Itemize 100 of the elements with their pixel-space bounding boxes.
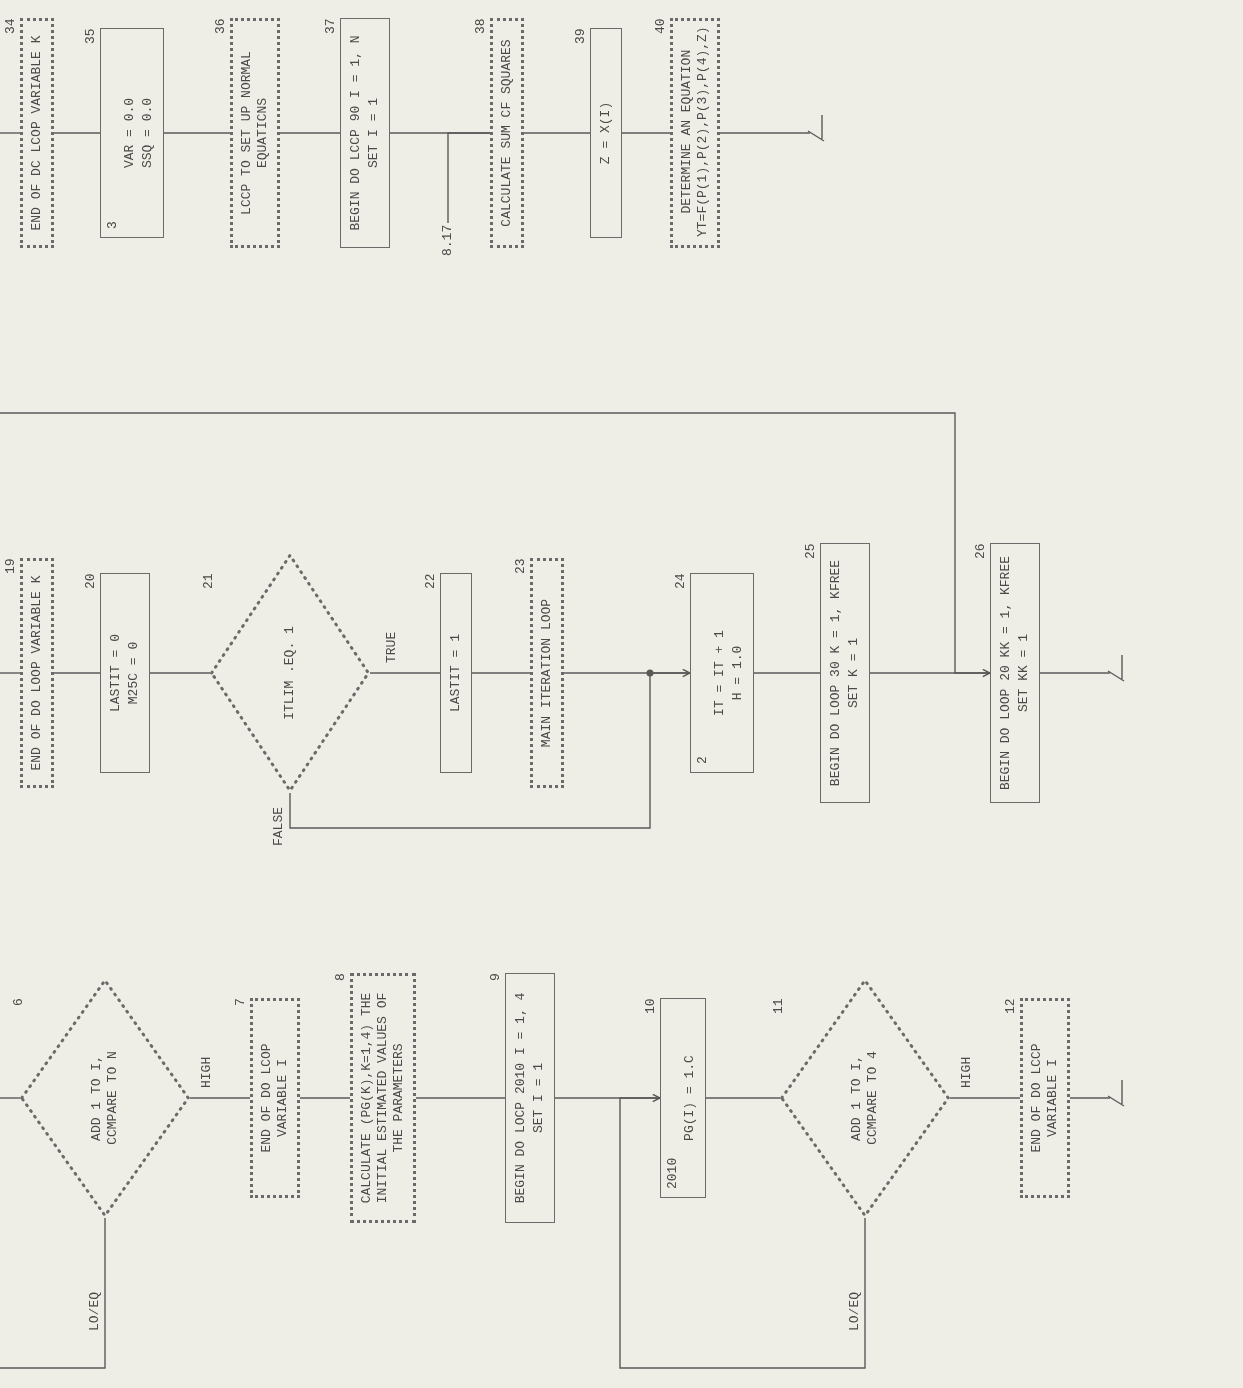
process-box bbox=[590, 28, 622, 238]
step-number: 24 bbox=[674, 573, 688, 589]
flow-line bbox=[415, 1097, 506, 1099]
comment-box bbox=[490, 18, 524, 248]
flow-line bbox=[523, 132, 591, 134]
process-box bbox=[990, 543, 1040, 803]
flow-line bbox=[471, 672, 531, 674]
step-number: 35 bbox=[84, 28, 98, 44]
box-text: BEGIN DO LOOP 30 K = 1, KFREE bbox=[828, 559, 844, 787]
statement-label: 3 bbox=[106, 221, 120, 229]
step-number: 39 bbox=[574, 28, 588, 44]
step-number: 20 bbox=[84, 573, 98, 589]
comment-box bbox=[530, 558, 564, 788]
process-box bbox=[100, 28, 164, 238]
process-box bbox=[505, 973, 555, 1223]
box-text: LASTIT = 1 bbox=[448, 634, 464, 712]
flow-line bbox=[1039, 672, 1111, 674]
step-number: 23 bbox=[514, 558, 528, 574]
step-number: 6 bbox=[12, 998, 26, 1006]
box-text: BEGIN DO LOCP 2010 I = 1, 4 bbox=[513, 992, 529, 1204]
process-box bbox=[820, 543, 870, 803]
box-text: END OF DO LCCP VARIABLE I bbox=[1029, 1042, 1061, 1155]
box-text: M25C = 0 bbox=[126, 641, 142, 705]
step-number: 21 bbox=[202, 573, 216, 589]
step-number: 22 bbox=[424, 573, 438, 589]
flow-line bbox=[1069, 1097, 1111, 1099]
flow-line bbox=[0, 672, 21, 674]
edge-label: LO/EQ bbox=[848, 1290, 862, 1333]
step-number: 19 bbox=[4, 558, 18, 574]
process-box bbox=[690, 573, 754, 773]
decision-text: ADD 1 TO I, CCMPARE TO 4 bbox=[849, 1050, 881, 1147]
step-number: 37 bbox=[324, 18, 338, 34]
process-box bbox=[100, 573, 150, 773]
flow-line bbox=[0, 132, 21, 134]
flow-arrow bbox=[619, 1093, 866, 1369]
flow-line bbox=[299, 1097, 351, 1099]
flow-line bbox=[0, 1097, 21, 1099]
box-text: SSQ = 0.0 bbox=[140, 97, 156, 169]
box-text: IT = IT + 1 bbox=[712, 630, 728, 716]
flow-line bbox=[163, 132, 231, 134]
step-number: 8 bbox=[334, 973, 348, 981]
flow-line bbox=[563, 672, 691, 674]
flow-line bbox=[279, 132, 341, 134]
step-number: 25 bbox=[804, 543, 818, 559]
step-number: 12 bbox=[1004, 998, 1018, 1014]
box-text: BEGIN DO LOOP 20 KK = 1, KFREE bbox=[998, 556, 1014, 791]
step-number: 9 bbox=[489, 973, 503, 981]
box-text: LASTIT = 0 bbox=[108, 634, 124, 712]
box-text: BEGIN DO LCCP 90 I = 1, N bbox=[348, 35, 364, 231]
box-text: CALCULATE SUM CF SQUARES bbox=[499, 39, 515, 227]
comment-box bbox=[1020, 998, 1070, 1198]
process-box bbox=[440, 573, 472, 773]
process-box bbox=[660, 998, 706, 1198]
flow-line bbox=[189, 1097, 251, 1099]
statement-label: 2 bbox=[696, 756, 710, 764]
decision-diamond bbox=[210, 553, 370, 793]
box-text: END OF DC LCOP VARIABLE K bbox=[29, 35, 45, 231]
box-text: CALCULATE (PG(K),K=1,4) THE INITIAL ESTIMATED VALUES OF THE PARAMETERS bbox=[359, 991, 407, 1206]
box-text: MAIN ITERATION LOOP bbox=[539, 598, 555, 748]
flow-line bbox=[719, 132, 811, 134]
box-text: END OF DO LCOP VARIABLE I bbox=[259, 1042, 291, 1155]
box-text: PG(I) = 1.C bbox=[682, 1055, 698, 1141]
step-number: 26 bbox=[974, 543, 988, 559]
flow-line bbox=[705, 1097, 781, 1099]
step-number: 11 bbox=[772, 998, 786, 1014]
comment-box bbox=[20, 18, 54, 248]
box-text: H = 1.0 bbox=[730, 645, 746, 701]
flow-line bbox=[53, 672, 101, 674]
flow-line bbox=[753, 672, 821, 674]
flow-line bbox=[369, 672, 441, 674]
flow-line bbox=[447, 132, 491, 224]
box-text: SET K = 1 bbox=[846, 637, 862, 709]
step-number: 36 bbox=[214, 18, 228, 34]
box-text: DETERMINE AN EQUATION YT=F(P(1),P(2),P(3),P(4),Z) bbox=[679, 26, 711, 237]
step-number: 34 bbox=[4, 18, 18, 34]
box-text: SET I = 1 bbox=[531, 1062, 547, 1134]
box-text: Z = X(I) bbox=[598, 101, 614, 165]
decision-diamond bbox=[780, 978, 950, 1218]
comment-box bbox=[350, 973, 416, 1223]
process-box bbox=[340, 18, 390, 248]
flow-line bbox=[53, 132, 101, 134]
comment-box bbox=[20, 558, 54, 788]
statement-label: 2010 bbox=[666, 1157, 680, 1189]
connector-reference: 8.17 bbox=[440, 222, 456, 258]
step-number: 10 bbox=[644, 998, 658, 1014]
step-number: 40 bbox=[654, 18, 668, 34]
decision-text: ADD 1 TO I, CCMPARE TO N bbox=[89, 1050, 121, 1147]
box-text: SET I = 1 bbox=[366, 97, 382, 169]
comment-box bbox=[250, 998, 300, 1198]
flow-line bbox=[0, 1217, 106, 1369]
step-number: 7 bbox=[234, 998, 248, 1006]
comment-box bbox=[230, 18, 280, 248]
flow-line bbox=[621, 132, 671, 134]
comment-box bbox=[670, 18, 720, 248]
edge-label: LO/EQ bbox=[88, 1290, 102, 1333]
decision-text: ITLIM .EQ. 1 bbox=[282, 626, 298, 720]
box-text: END OF DO LOOP VARIABLE K bbox=[29, 575, 45, 771]
flow-line bbox=[149, 672, 211, 674]
step-number: 38 bbox=[474, 18, 488, 34]
flow-arrow bbox=[289, 668, 691, 829]
